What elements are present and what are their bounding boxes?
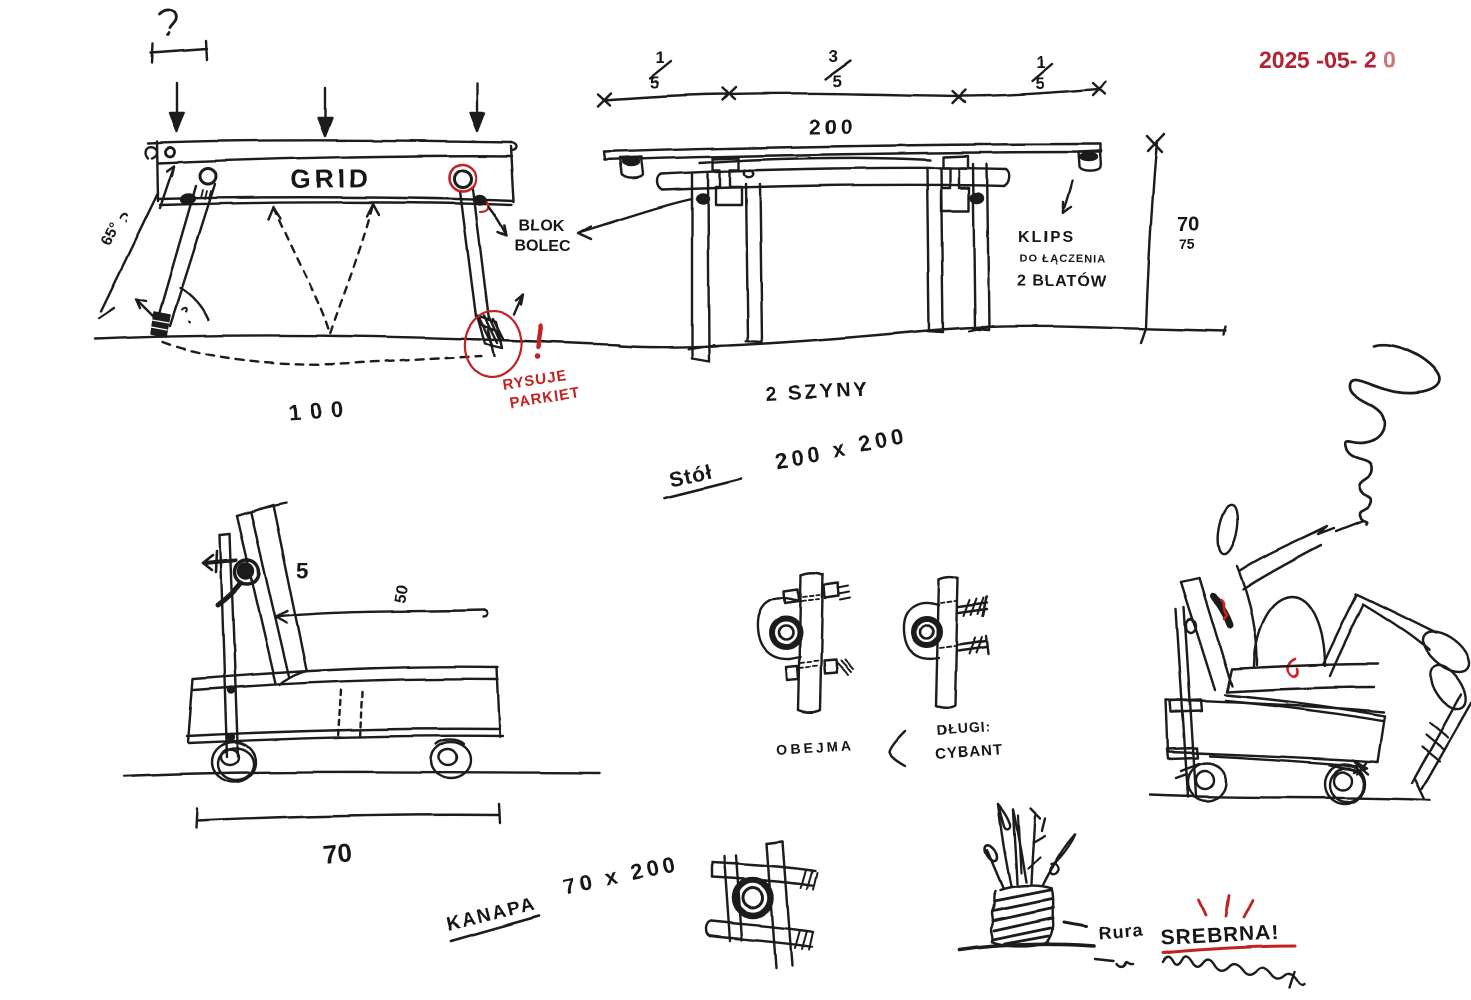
- svg-text:1: 1: [655, 48, 664, 67]
- svg-text:5: 5: [296, 558, 308, 583]
- svg-text:200: 200: [809, 116, 856, 139]
- svg-text:KLIPS: KLIPS: [1018, 229, 1075, 246]
- svg-text:GRID: GRID: [291, 163, 373, 194]
- svg-text:5: 5: [832, 72, 841, 91]
- svg-text:1: 1: [1036, 53, 1045, 72]
- svg-text:DO ŁĄCZENIA: DO ŁĄCZENIA: [1020, 253, 1106, 265]
- svg-text:70 x 200: 70 x 200: [561, 851, 681, 900]
- svg-text:BLOK: BLOK: [519, 218, 565, 235]
- svg-text:2 BLATÓW: 2 BLATÓW: [1017, 271, 1107, 290]
- svg-text:100: 100: [288, 396, 353, 425]
- svg-text:75: 75: [1179, 236, 1195, 252]
- svg-text:70: 70: [1177, 214, 1199, 236]
- svg-text:3: 3: [828, 47, 837, 66]
- svg-text:5: 5: [650, 73, 659, 92]
- svg-text:DŁUGI:: DŁUGI:: [936, 718, 991, 738]
- svg-text:50: 50: [392, 584, 412, 605]
- svg-text:200 x 200: 200 x 200: [773, 423, 909, 475]
- svg-text:Rura: Rura: [1098, 920, 1144, 943]
- svg-text:CYBANT: CYBANT: [934, 741, 1004, 763]
- svg-text:BOLEC: BOLEC: [515, 238, 571, 255]
- svg-text:2 SZYNY: 2 SZYNY: [765, 379, 870, 406]
- svg-text:5: 5: [1035, 74, 1044, 93]
- svg-text:65°: 65°: [98, 220, 124, 248]
- svg-text:OBEJMA: OBEJMA: [776, 737, 855, 758]
- svg-text:2025 -05- 2 0: 2025 -05- 2 0: [1259, 47, 1396, 73]
- svg-text:70: 70: [321, 837, 353, 870]
